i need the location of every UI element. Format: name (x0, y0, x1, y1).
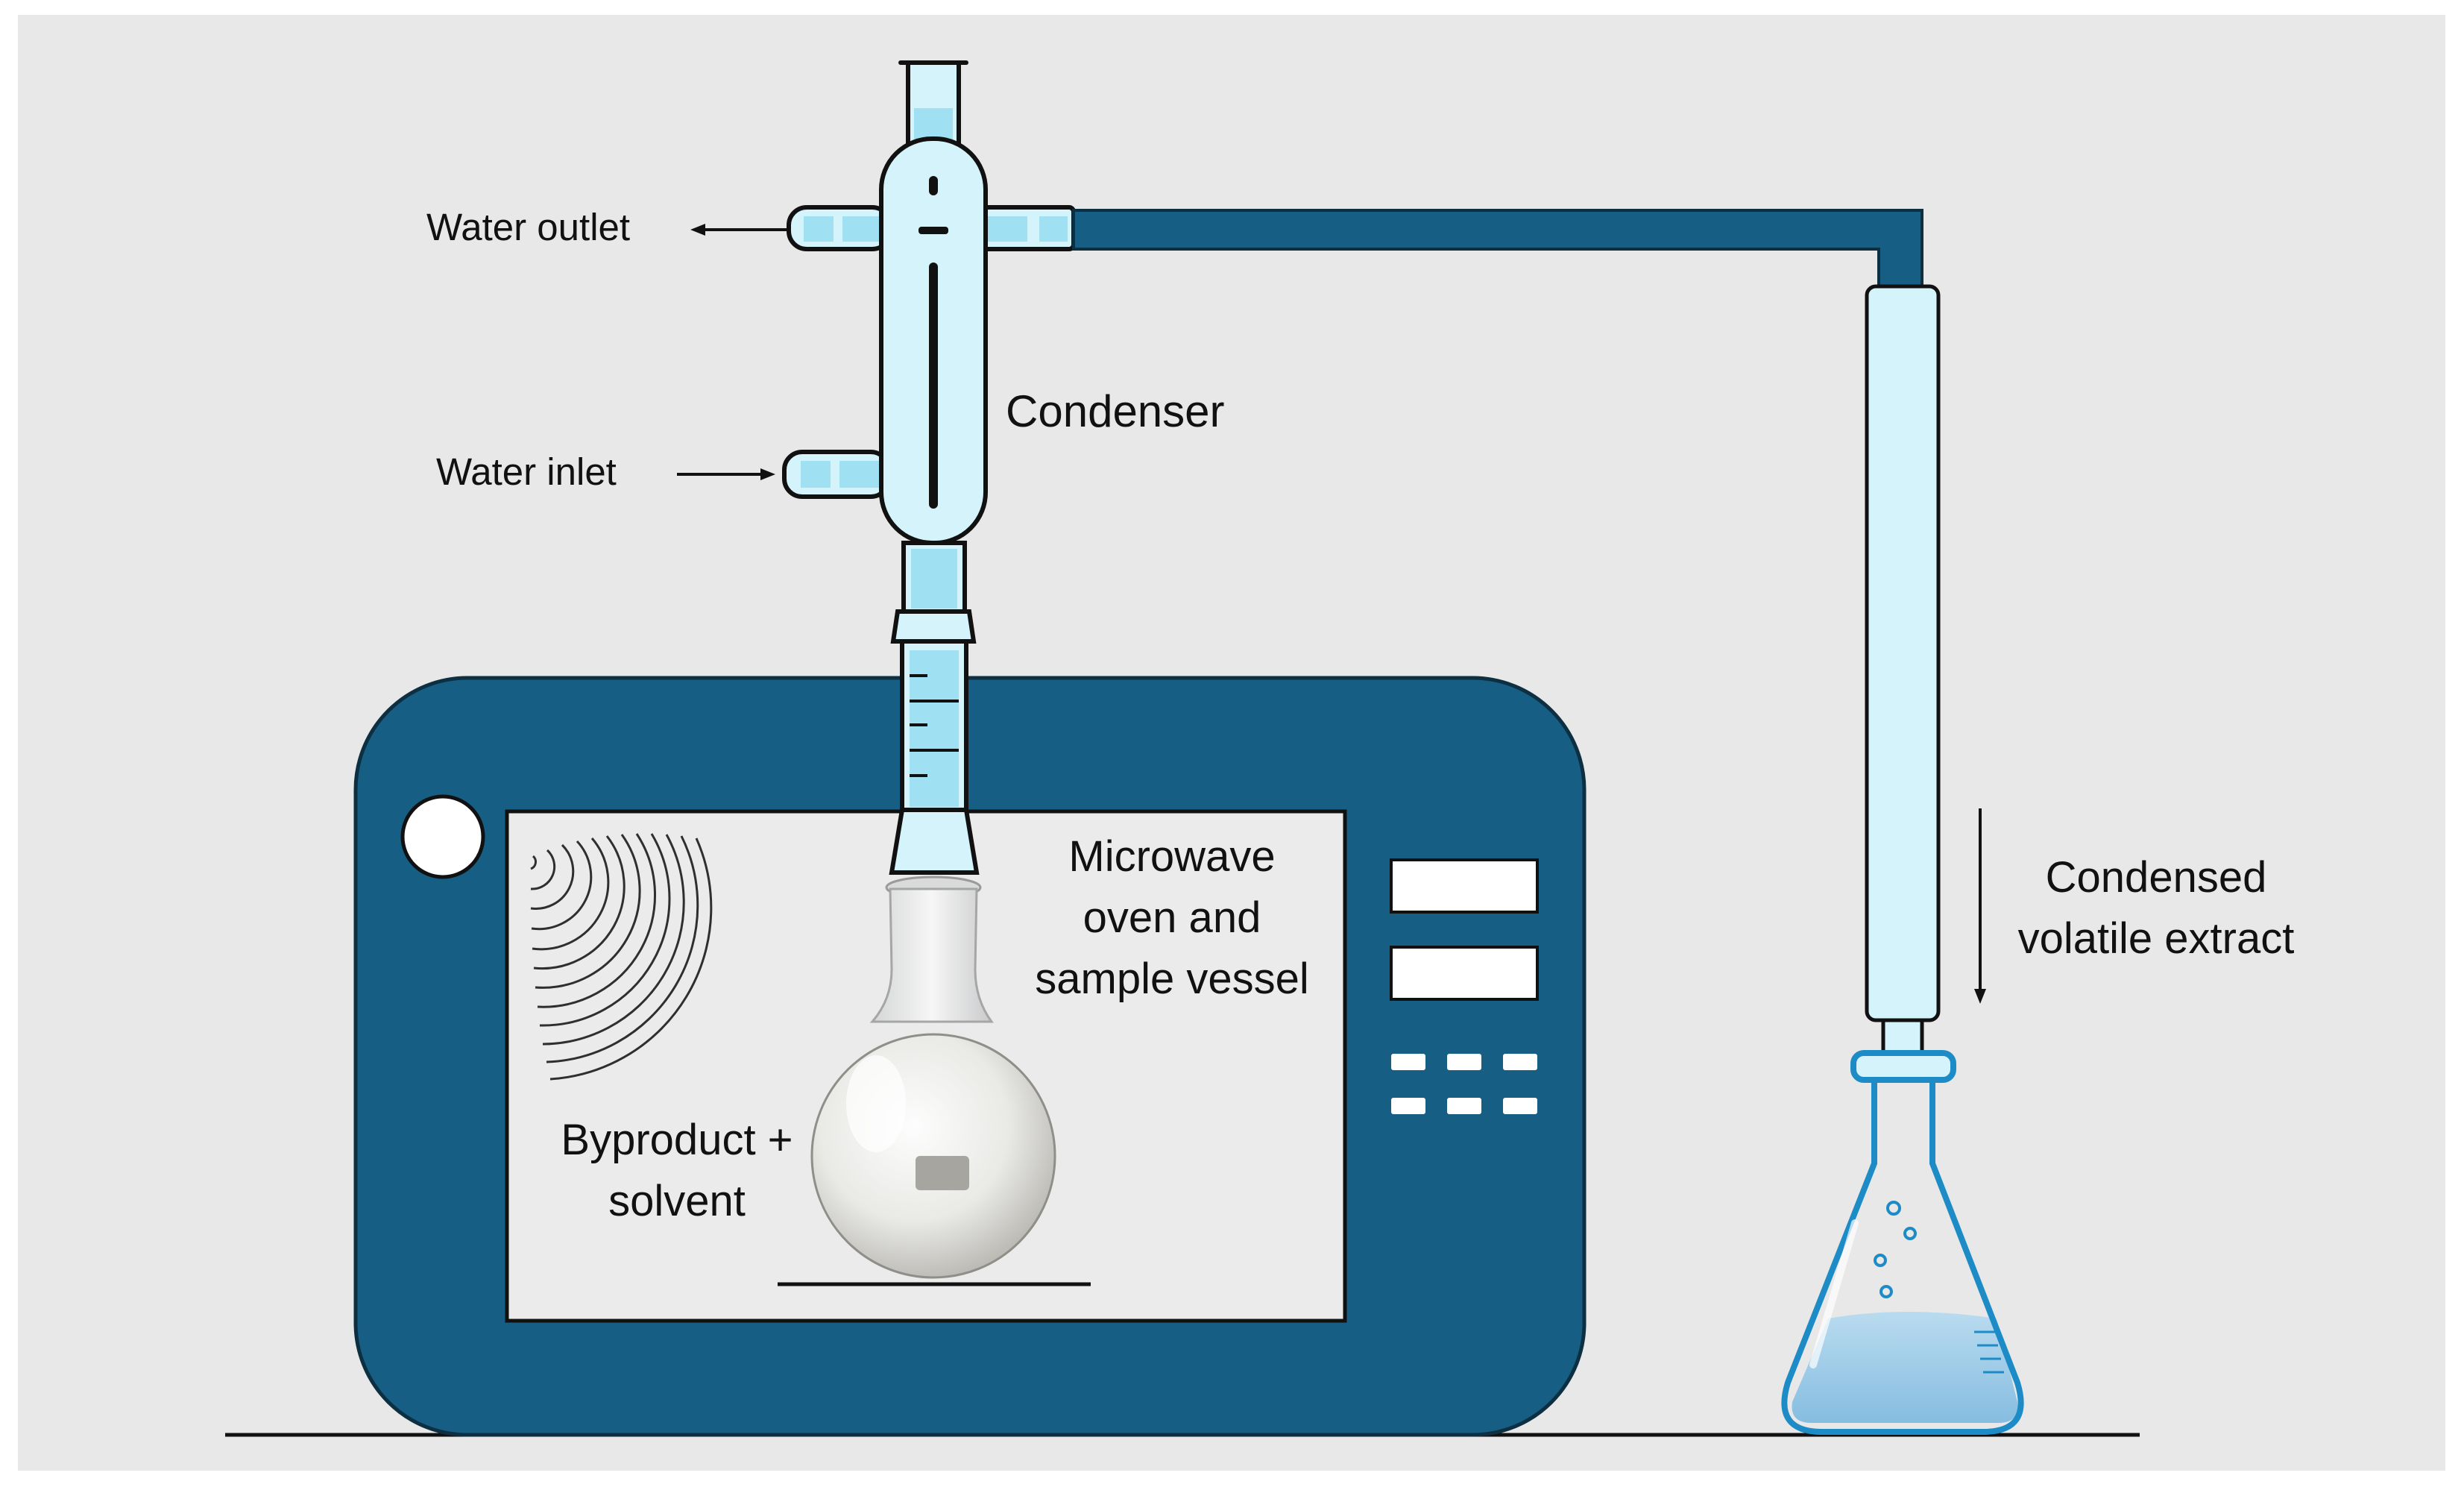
water-outlet-arm-water (842, 216, 884, 242)
erlenmeyer-rim (1850, 1050, 1956, 1083)
arrow-head-icon (1974, 989, 1986, 1004)
water-inlet-arm-water (839, 461, 883, 488)
receiver-neck (1881, 1018, 1924, 1055)
erlenmeyer-highlight (1809, 1219, 1859, 1368)
erlenmeyer-body (1781, 1071, 2024, 1435)
oven-button (1391, 1098, 1425, 1114)
erlenmeyer-graduations (1974, 1330, 2004, 1374)
erlenmeyer-bubbles (1874, 1201, 1917, 1298)
condenser-lower-water (911, 549, 957, 609)
oven-button (1447, 1098, 1481, 1114)
label-microwave-line3: sample vessel (1035, 955, 1308, 1003)
oven-button (1447, 1054, 1481, 1070)
water-outlet-arm-water (804, 216, 834, 242)
label-condensed-line2: volatile extract (2018, 914, 2295, 963)
oven-display-top (1390, 858, 1539, 914)
oven-button (1503, 1098, 1537, 1114)
receiver-column (1865, 284, 1941, 1055)
arrow-head-icon (760, 468, 775, 480)
microwave-waves-icon (530, 833, 713, 1081)
erlenmeyer-liquid (1792, 1312, 2018, 1423)
label-water-inlet: Water inlet (436, 450, 617, 493)
label-byproduct-line1: Byproduct + (561, 1116, 793, 1164)
condenser-mark (919, 227, 948, 234)
adapter-bottom-joint (889, 808, 980, 875)
oven-knob (400, 794, 485, 879)
oven-button (1391, 1054, 1425, 1070)
erlenmeyer-flask (1781, 1050, 2024, 1435)
flask-highlight (846, 1055, 906, 1152)
condenser-assembly (782, 60, 1076, 875)
round-bottom-flask (810, 876, 1056, 1279)
adapter-graduations (910, 674, 959, 777)
label-condenser: Condenser (1006, 386, 1225, 436)
stir-bar (916, 1156, 969, 1190)
label-water-outlet: Water outlet (426, 206, 630, 248)
flask-neck (869, 887, 994, 1023)
oven-display-bottom (1390, 946, 1539, 1001)
label-microwave-line1: Microwave (1068, 832, 1275, 881)
adapter-water (910, 650, 959, 807)
top-right-arm-water (983, 216, 1027, 242)
label-byproduct-line2: solvent (608, 1177, 746, 1225)
top-right-arm-water (1039, 216, 1068, 242)
oven-buttons (1391, 1054, 1537, 1114)
label-microwave-line2: oven and (1083, 893, 1261, 942)
oven-button (1503, 1054, 1537, 1070)
condenser-inner-tube (929, 263, 938, 509)
label-condensed-line1: Condensed (2046, 853, 2267, 902)
adapter-top (890, 609, 977, 644)
condenser-mark (929, 176, 938, 195)
water-inlet-arm-water (801, 461, 831, 488)
receiver-tube (1865, 284, 1941, 1022)
arrow-head-icon (690, 224, 705, 236)
annotation-arrows (677, 224, 1986, 1004)
